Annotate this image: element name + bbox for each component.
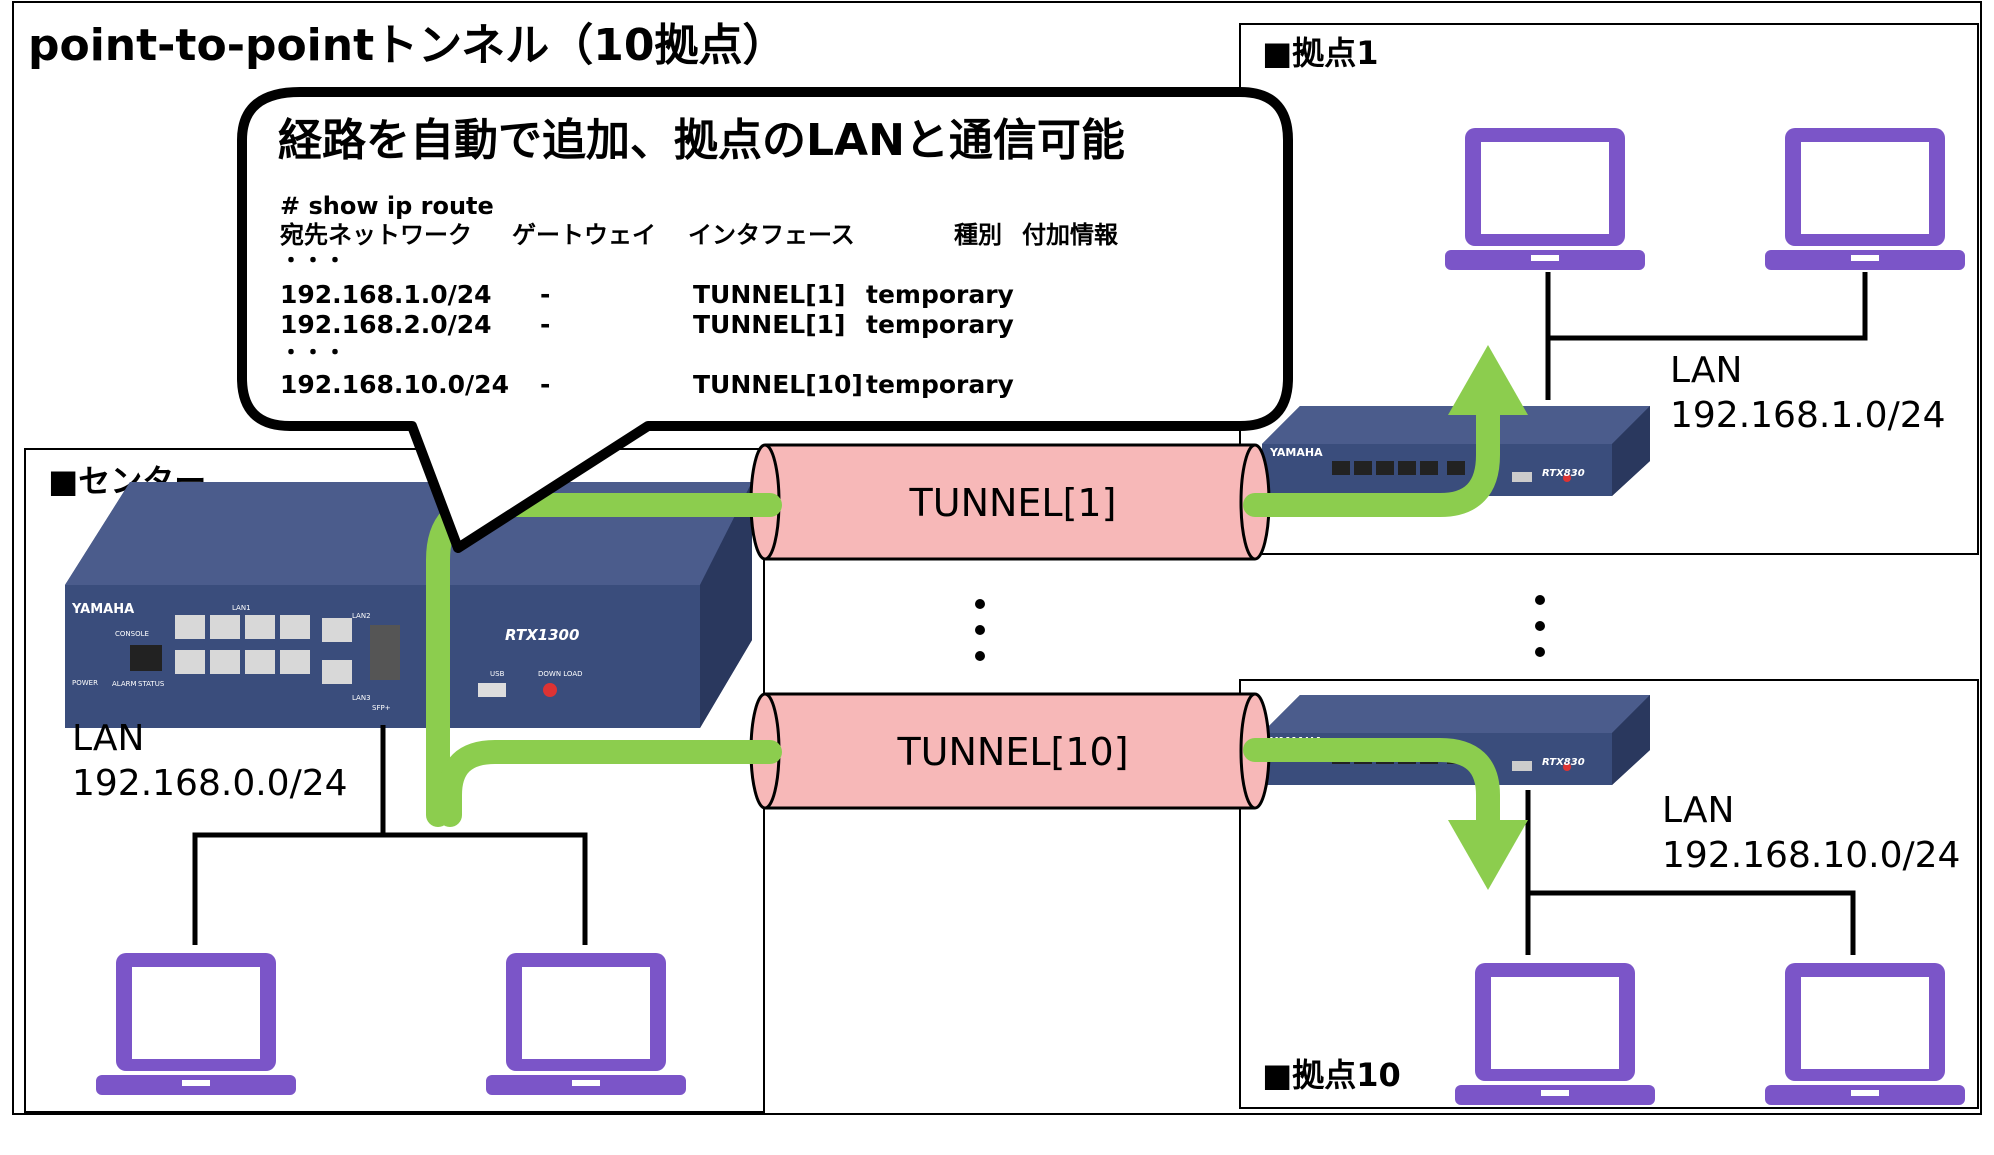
center-lan-label: LAN [72,718,144,759]
center-router-model: RTX1300 [505,626,579,644]
tunnel-10-label: TUNNEL[10] [896,730,1128,774]
site1-label: ■拠点1 [1262,34,1379,72]
center-router-power: POWER [72,679,98,687]
site1-route-arrow [1448,345,1528,415]
route-row-1-dest: 192.168.1.0/24 [280,280,492,309]
site10-route-arrow [1448,820,1528,890]
site1-router: YAMAHA RTX830 [1262,406,1650,496]
center-router-alarm: ALARM [112,680,137,688]
callout-header-dest: 宛先ネットワーク [279,221,472,249]
route-row-2-gw: - [540,310,550,339]
center-router-lan3: LAN3 [352,694,371,702]
route-row-2-type: temporary [866,310,1014,339]
site1-lan-label: LAN [1670,350,1742,391]
callout-ellipsis-1: ・・・ [280,249,346,274]
route-row-1-type: temporary [866,280,1014,309]
callout-command: # show ip route [280,192,494,220]
site10-lan-label: LAN [1662,790,1734,831]
route-row-3-iface: TUNNEL[10] [693,370,863,399]
center-router-download: DOWN LOAD [538,670,583,678]
tunnel-10: TUNNEL[10] [749,692,1271,810]
route-row-1-gw: - [540,280,550,309]
center-router-console: CONSOLE [115,630,149,638]
center-router-brand: YAMAHA [71,602,134,617]
site1-router-model: RTX830 [1542,468,1585,479]
center-lan-subnet: 192.168.0.0/24 [72,763,348,804]
site10-router-model: RTX830 [1542,757,1585,768]
callout-header-interface: インタフェース [688,221,855,249]
site10-label: ■拠点10 [1262,1056,1401,1094]
callout-header-type: 種別 [954,221,1002,249]
callout-heading: 経路を自動で追加、拠点のLANと通信可能 [278,115,1125,166]
route-row-3-type: temporary [866,370,1014,399]
route-row-1-iface: TUNNEL[1] [693,280,845,309]
center-router-lan1: LAN1 [232,604,251,612]
callout-ellipsis-2: ・・・ [280,341,346,366]
tunnel-1-label: TUNNEL[1] [909,481,1117,525]
tunnel-1: TUNNEL[1] [749,443,1271,561]
page-title: point-to-pointトンネル（10拠点） [28,20,786,71]
route-row-3-dest: 192.168.10.0/24 [280,370,509,399]
site1-lan-subnet: 192.168.1.0/24 [1670,395,1946,436]
center-router-sfp: SFP+ [372,704,391,712]
route-row-2-dest: 192.168.2.0/24 [280,310,492,339]
callout-header-info: 付加情報 [1022,221,1119,249]
route-row-3-gw: - [540,370,550,399]
site1-router-brand: YAMAHA [1269,446,1323,459]
vertical-ellipsis [975,595,1545,661]
center-router-status: STATUS [138,680,165,688]
center-router-lan2: LAN2 [352,612,371,620]
lan-wiring [192,272,1868,955]
route-row-2-iface: TUNNEL[1] [693,310,845,339]
route-callout: 経路を自動で追加、拠点のLANと通信可能 # show ip route 宛先ネ… [237,87,1293,553]
outer-frame [12,1,1982,1115]
site10-lan-subnet: 192.168.10.0/24 [1662,835,1960,876]
callout-header-gateway: ゲートウェイ [512,221,656,249]
center-router: YAMAHA RTX1300 CONSOLE POWER ALARM STATU… [65,482,752,728]
center-router-usb: USB [490,670,505,678]
